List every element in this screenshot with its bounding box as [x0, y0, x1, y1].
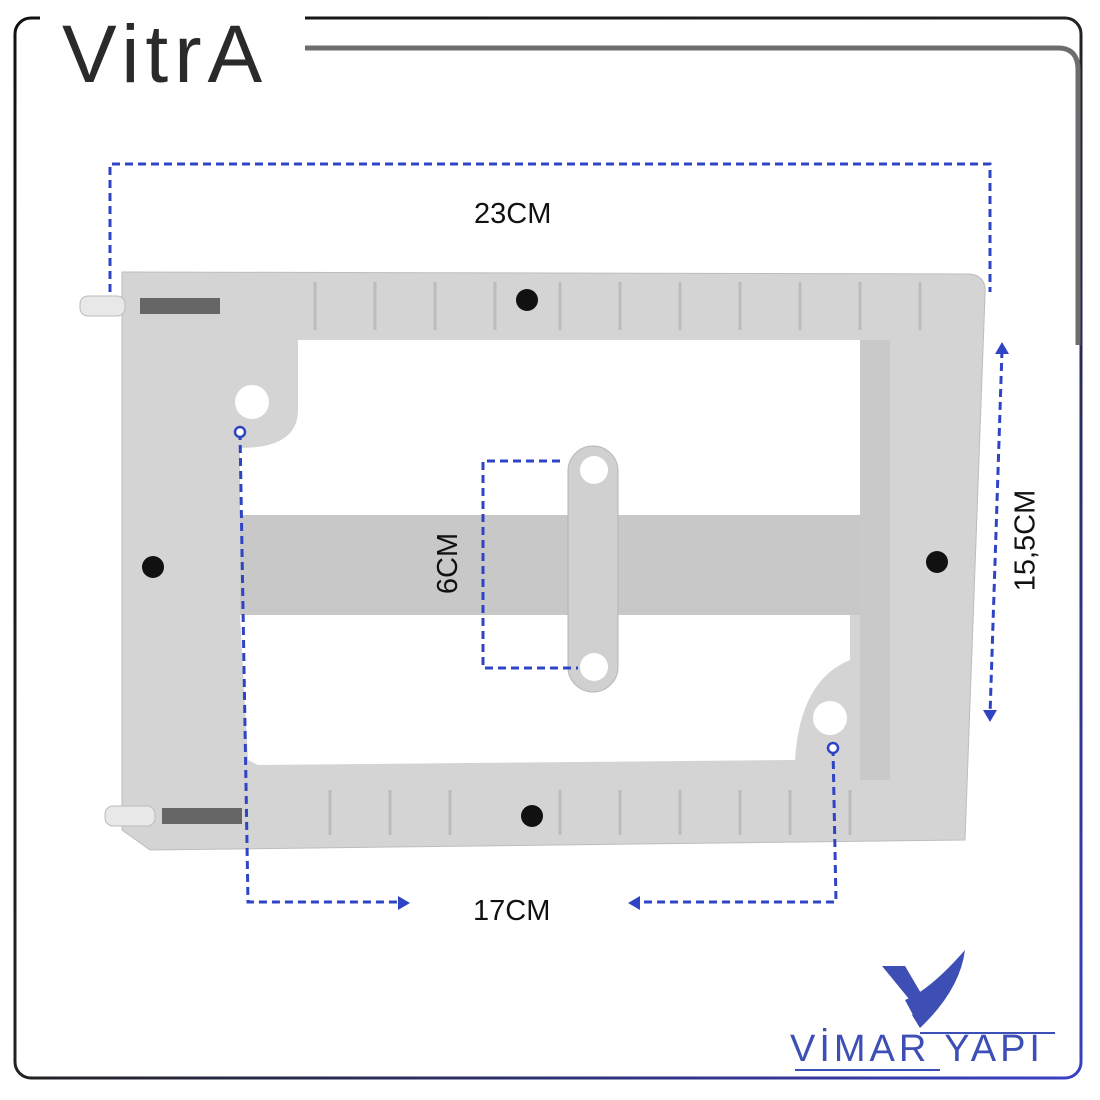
- mounting-frame: [79, 271, 986, 851]
- image-border: [13, 16, 1083, 1080]
- right-hole-line: [635, 747, 838, 904]
- center-hole-line: [481, 459, 578, 670]
- left-hole-line: [238, 431, 405, 904]
- vitra-logo: VitrA: [62, 9, 269, 100]
- height-label: 15,5CM: [1009, 489, 1042, 592]
- dimension-lines: [108, 162, 1004, 904]
- vimar-logo-icon: [882, 950, 965, 1028]
- width-line: [108, 162, 992, 292]
- hole-spacing-horizontal-label: 17CM: [473, 895, 551, 927]
- height-line: [988, 349, 1004, 716]
- top-gray-line: [305, 45, 1081, 345]
- hole-spacing-vertical-label: 6CM: [432, 532, 465, 595]
- vimar-yapi-logo: VİMAR YAPI: [790, 1028, 1044, 1070]
- width-label: 23CM: [474, 198, 552, 230]
